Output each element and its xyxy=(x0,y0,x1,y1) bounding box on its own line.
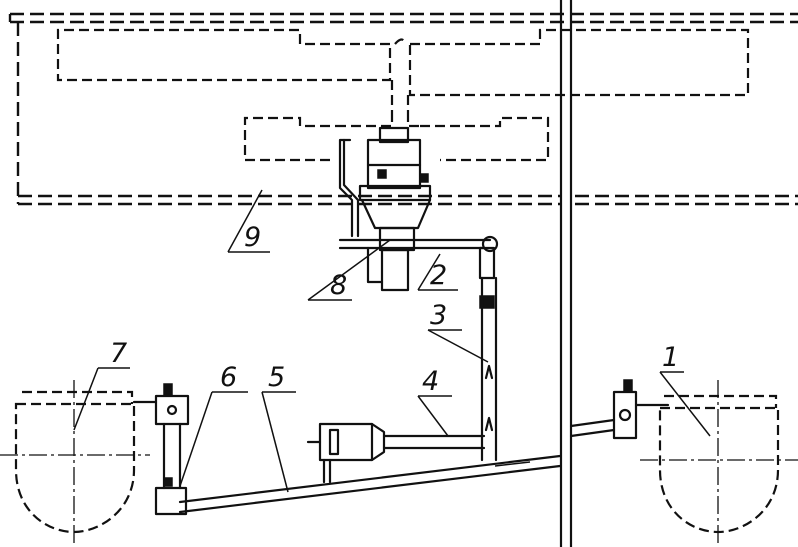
left-wheel xyxy=(0,380,150,547)
label-2: 2 xyxy=(430,260,447,291)
left-strut xyxy=(132,383,190,516)
label-3: 3 xyxy=(430,300,447,331)
cylinder-assembly xyxy=(306,422,486,484)
label-5: 5 xyxy=(268,362,285,393)
diagonal-rod xyxy=(178,454,562,514)
label-7: 7 xyxy=(110,338,127,369)
label-4: 4 xyxy=(422,366,439,397)
right-wheel xyxy=(640,380,798,547)
label-8: 8 xyxy=(330,270,347,301)
label-6: 6 xyxy=(220,362,237,393)
label-1: 1 xyxy=(662,342,679,373)
label-9: 9 xyxy=(244,222,261,253)
vehicle-body-outline xyxy=(8,12,798,206)
upper-duct-loops xyxy=(56,28,750,162)
valve-assembly xyxy=(338,126,432,292)
leader-lines xyxy=(73,189,711,493)
callout-labels: 9 8 2 3 4 5 6 7 1 xyxy=(110,222,679,397)
right-link xyxy=(569,379,670,440)
vertical-frame-post xyxy=(559,0,573,547)
lever-linkage xyxy=(338,235,499,462)
